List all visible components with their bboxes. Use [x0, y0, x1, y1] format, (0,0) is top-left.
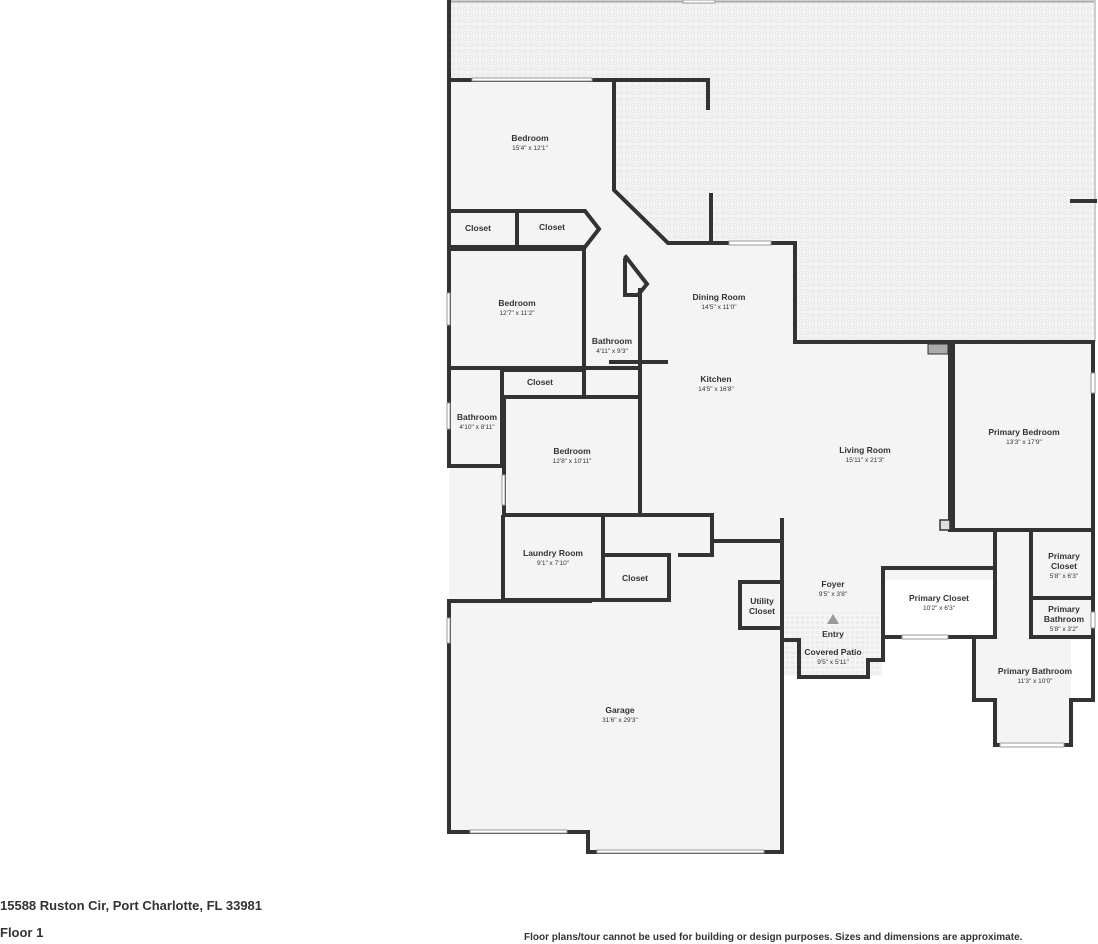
living-room-label: Living Room: [839, 445, 891, 455]
primary-bathroom-small-dims: 5'8" x 3'2": [1050, 626, 1079, 633]
property-address: 15588 Ruston Cir, Port Charlotte, FL 339…: [0, 898, 263, 913]
room-labels: Bedroom 15'4" x 12'1" Closet Closet Bedr…: [457, 133, 1085, 724]
foyer-dims: 9'5" x 3'8": [819, 591, 848, 598]
garage-label: Garage: [605, 705, 635, 715]
laundry-room-label: Laundry Room: [523, 548, 583, 558]
bedroom-top-label: Bedroom: [511, 133, 549, 143]
primary-bedroom-label: Primary Bedroom: [988, 427, 1060, 437]
bathroom-left-label: Bathroom: [457, 412, 498, 422]
primary-bathroom-small-label-1: Primary: [1048, 604, 1080, 614]
closet-c-label: Closet: [527, 377, 553, 387]
primary-closet-right-dims: 5'8" x 6'3": [1050, 573, 1079, 580]
primary-closet-center-dims: 10'2" x 6'3": [923, 605, 956, 612]
bedroom-mid-label: Bedroom: [498, 298, 536, 308]
laundry-room-dims: 9'1" x 7'10": [537, 560, 570, 567]
bathroom-center-dims: 4'11" x 9'3": [596, 348, 628, 355]
lanai-area: [449, 0, 1095, 342]
dining-room-label: Dining Room: [693, 292, 746, 302]
pillar-fixture-2: [939, 519, 951, 531]
entry-arrow-icon: [827, 614, 839, 624]
kitchen-dims: 14'5" x 16'8": [698, 386, 734, 393]
windows: [446, 0, 1096, 854]
bathroom-left-dims: 4'10" x 8'11": [459, 424, 495, 431]
bedroom-mid-dims: 12'7" x 11'2": [499, 310, 535, 317]
closet-d-label: Closet: [622, 573, 648, 583]
closet-a-label: Closet: [465, 223, 491, 233]
primary-closet-right-label-2: Closet: [1051, 561, 1077, 571]
pillar-fixture: [927, 343, 949, 355]
bathroom-center-label: Bathroom: [592, 336, 633, 346]
entry-label: Entry: [822, 629, 844, 639]
primary-closet-right-label-1: Primary: [1048, 551, 1080, 561]
primary-bathroom-dims: 11'3" x 10'0": [1017, 678, 1053, 685]
primary-bathroom-small-label-2: Bathroom: [1044, 614, 1085, 624]
bedroom-top-dims: 15'4" x 12'1": [512, 145, 548, 152]
primary-closet-center-label: Primary Closet: [909, 593, 969, 603]
closet-b-label: Closet: [539, 222, 565, 232]
primary-bathroom-label: Primary Bathroom: [998, 666, 1073, 676]
foyer-label: Foyer: [821, 579, 845, 589]
kitchen-label: Kitchen: [700, 374, 731, 384]
covered-patio-dims: 9'5" x 5'11": [817, 659, 849, 666]
bedroom-low-label: Bedroom: [553, 446, 591, 456]
interior-floor: [449, 80, 1093, 852]
dining-room-dims: 14'5" x 11'0": [701, 304, 737, 311]
utility-closet-label-2: Closet: [749, 606, 775, 616]
covered-patio-label: Covered Patio: [804, 647, 861, 657]
walls: [447, 0, 1097, 854]
floor-label: Floor 1: [0, 925, 44, 940]
utility-closet-label-1: Utility: [750, 596, 774, 606]
garage-dims: 31'6" x 29'3": [602, 717, 638, 724]
disclaimer-text: Floor plans/tour cannot be used for buil…: [524, 932, 1023, 943]
living-room-dims: 15'11" x 21'3": [846, 457, 885, 464]
bedroom-low-dims: 12'8" x 10'11": [553, 458, 592, 465]
primary-bedroom-dims: 13'3" x 17'9": [1006, 439, 1042, 446]
